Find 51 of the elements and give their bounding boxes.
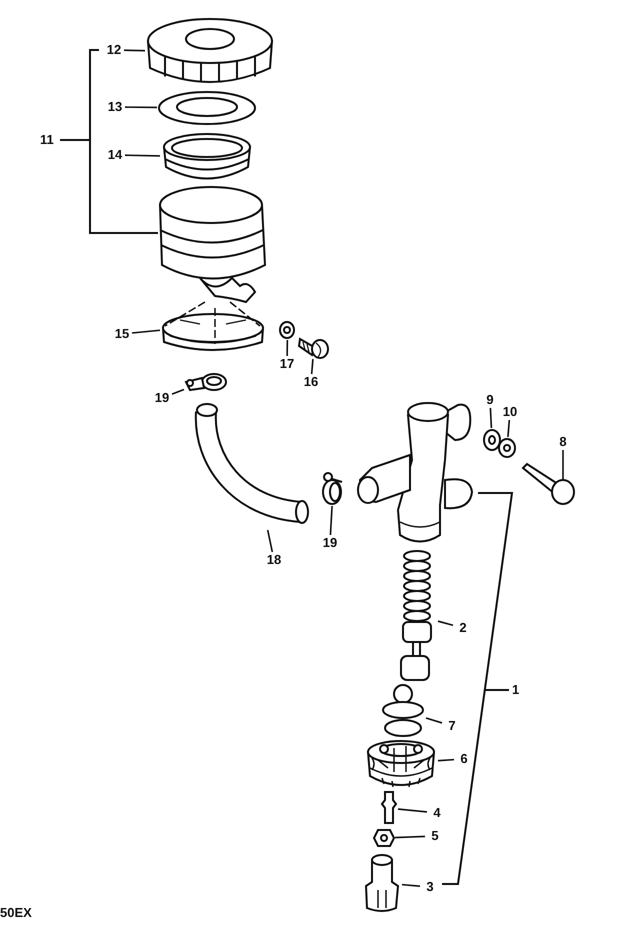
callout-number: 13 [105, 99, 125, 115]
leader-line [125, 106, 157, 108]
band-drawing [160, 300, 266, 350]
washer-drawing [279, 321, 296, 340]
leader-line [172, 388, 184, 395]
cup-drawing [364, 738, 438, 788]
leader-line [394, 836, 426, 838]
leader-line [490, 408, 492, 428]
callout-number: 18 [264, 552, 284, 568]
nut-drawing [373, 828, 395, 848]
leader-line [426, 717, 442, 724]
leader-line [330, 506, 333, 536]
leader-line [266, 530, 274, 552]
callout-number: 12 [104, 42, 124, 58]
callout-number: 19 [152, 390, 172, 406]
leader-line [507, 420, 510, 438]
callout-number: 1 [512, 682, 520, 698]
bolt-drawing [521, 462, 577, 506]
leader-line [310, 358, 314, 374]
callout-number: 6 [454, 751, 474, 767]
callout-number: 19 [320, 535, 340, 551]
diaphragm-plate-drawing [160, 132, 254, 182]
leader-line [438, 620, 454, 626]
leader-line [132, 329, 160, 334]
leader-line [124, 49, 146, 52]
leader-line [402, 884, 420, 887]
callout-number: 5 [425, 828, 445, 844]
callout-number: 2 [453, 620, 473, 636]
leader-line [438, 758, 454, 762]
callout-number: 3 [420, 879, 440, 895]
callout-number: 10 [500, 404, 520, 420]
callout-number: 15 [112, 326, 132, 342]
hose-clamp-drawing [184, 370, 228, 392]
callout-number: 4 [427, 805, 447, 821]
leader-line [286, 340, 288, 356]
callout-number: 9 [480, 392, 500, 408]
callout-number: 17 [277, 356, 297, 372]
washer-drawing [497, 437, 517, 459]
callout-number: 11 [40, 132, 54, 148]
clevis-drawing [364, 854, 402, 912]
callout-number: 7 [442, 718, 462, 734]
gasket-drawing [157, 90, 257, 126]
callout-number: 8 [553, 434, 573, 450]
push-rod-drawing [378, 790, 398, 826]
piston-drawing [380, 684, 426, 738]
leader-line [398, 808, 428, 813]
washer-drawing [482, 428, 502, 452]
callout-number: 16 [301, 374, 321, 390]
callout-number: 14 [105, 147, 125, 163]
figure-code: 50EX [0, 905, 32, 921]
leader-line [124, 154, 160, 157]
